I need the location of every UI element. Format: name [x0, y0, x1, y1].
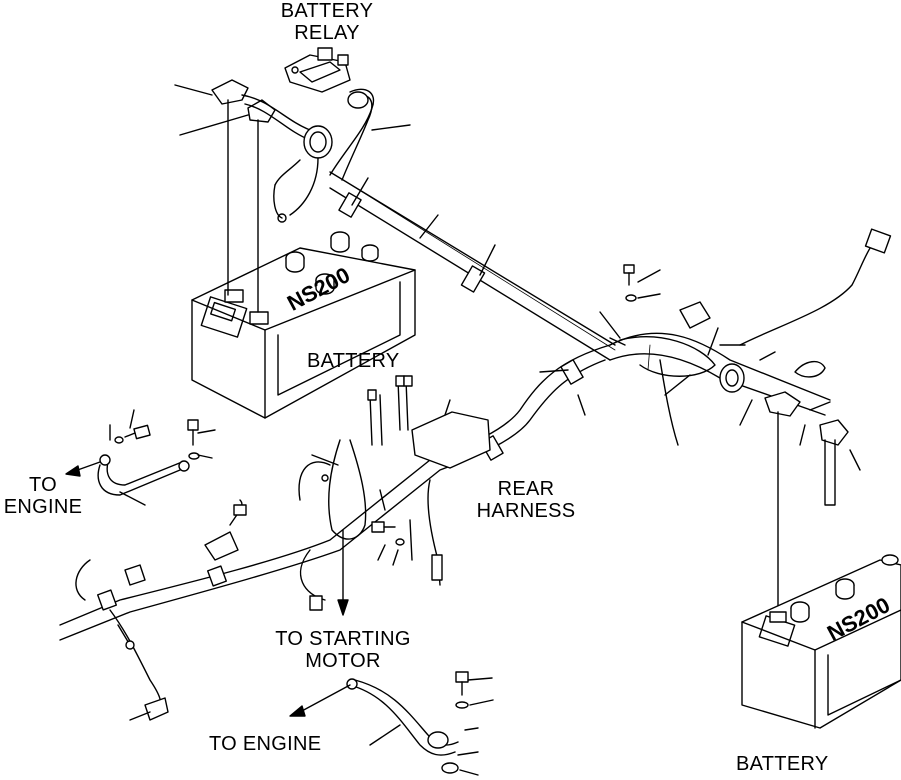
- label-battery-relay: BATTERY RELAY: [280, 0, 374, 44]
- battery-right: NS200: [741, 554, 901, 729]
- label-battery-left: BATTERY: [307, 350, 400, 372]
- harness-right-branch: [599, 228, 892, 619]
- label-rear-harness: REAR HARNESS: [476, 478, 576, 522]
- label-to-starting-motor: TO STARTING MOTOR: [275, 628, 411, 672]
- rear-harness-main: [329, 171, 616, 361]
- battery-left: NS200: [191, 231, 416, 419]
- bolt-right-center: [623, 264, 661, 302]
- battery-left-caps: [285, 231, 379, 295]
- battery-relay: [284, 47, 351, 93]
- cable-to-engine-left: [65, 409, 216, 506]
- harness-lower: [59, 344, 611, 721]
- label-to-engine-left: TO ENGINE: [3, 474, 83, 518]
- label-battery-right: BATTERY: [736, 753, 829, 775]
- label-to-engine-bottom: TO ENGINE: [209, 733, 322, 755]
- battery-right-caps: [790, 554, 899, 623]
- cable-to-engine-bottom: [289, 671, 494, 776]
- battery-cable-top-left: [174, 79, 311, 313]
- relay-cables: [273, 88, 411, 223]
